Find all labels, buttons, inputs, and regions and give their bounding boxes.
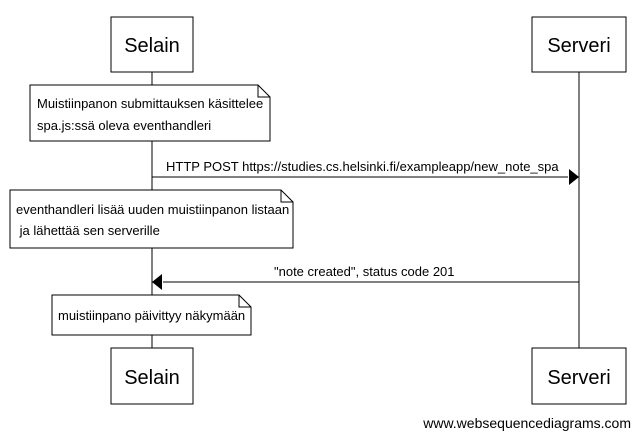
participant-selain-top: Selain bbox=[110, 16, 194, 73]
note-eventhandler-send-line1: eventhandleri lisää uuden muistiinpanon … bbox=[16, 202, 289, 217]
participant-selain-bottom: Selain bbox=[110, 347, 194, 405]
participant-serveri-bottom-label: Serveri bbox=[547, 367, 610, 389]
message-http-post: HTTP POST https://studies.cs.helsinki.fi… bbox=[152, 159, 579, 185]
note-submit-handler: Muistiinpanon submittauksen käsittelee s… bbox=[29, 84, 271, 142]
watermark: www.websequencediagrams.com bbox=[422, 415, 631, 431]
note-submit-handler-line2: spa.js:ssä oleva eventhandleri bbox=[37, 118, 211, 133]
participant-serveri-top: Serveri bbox=[531, 16, 627, 73]
message-note-created-label: "note created", status code 201 bbox=[274, 264, 455, 279]
note-submit-handler-line1: Muistiinpanon submittauksen käsittelee bbox=[37, 96, 263, 111]
participant-serveri-bottom: Serveri bbox=[531, 347, 627, 405]
note-eventhandler-send: eventhandleri lisää uuden muistiinpanon … bbox=[9, 189, 294, 249]
participant-selain-top-label: Selain bbox=[124, 35, 180, 57]
participant-selain-bottom-label: Selain bbox=[124, 367, 180, 389]
arrowhead-right-icon bbox=[569, 169, 579, 185]
arrowhead-left-icon bbox=[152, 274, 162, 290]
participant-serveri-top-label: Serveri bbox=[547, 35, 610, 57]
message-http-post-label: HTTP POST https://studies.cs.helsinki.fi… bbox=[166, 159, 559, 174]
note-eventhandler-send-line2: ja lähettää sen serverille bbox=[16, 223, 160, 238]
note-view-updates: muistiinpano päivittyy näkymään bbox=[51, 294, 252, 336]
message-note-created: "note created", status code 201 bbox=[152, 264, 579, 290]
note-view-updates-line1: muistiinpano päivittyy näkymään bbox=[58, 308, 245, 323]
